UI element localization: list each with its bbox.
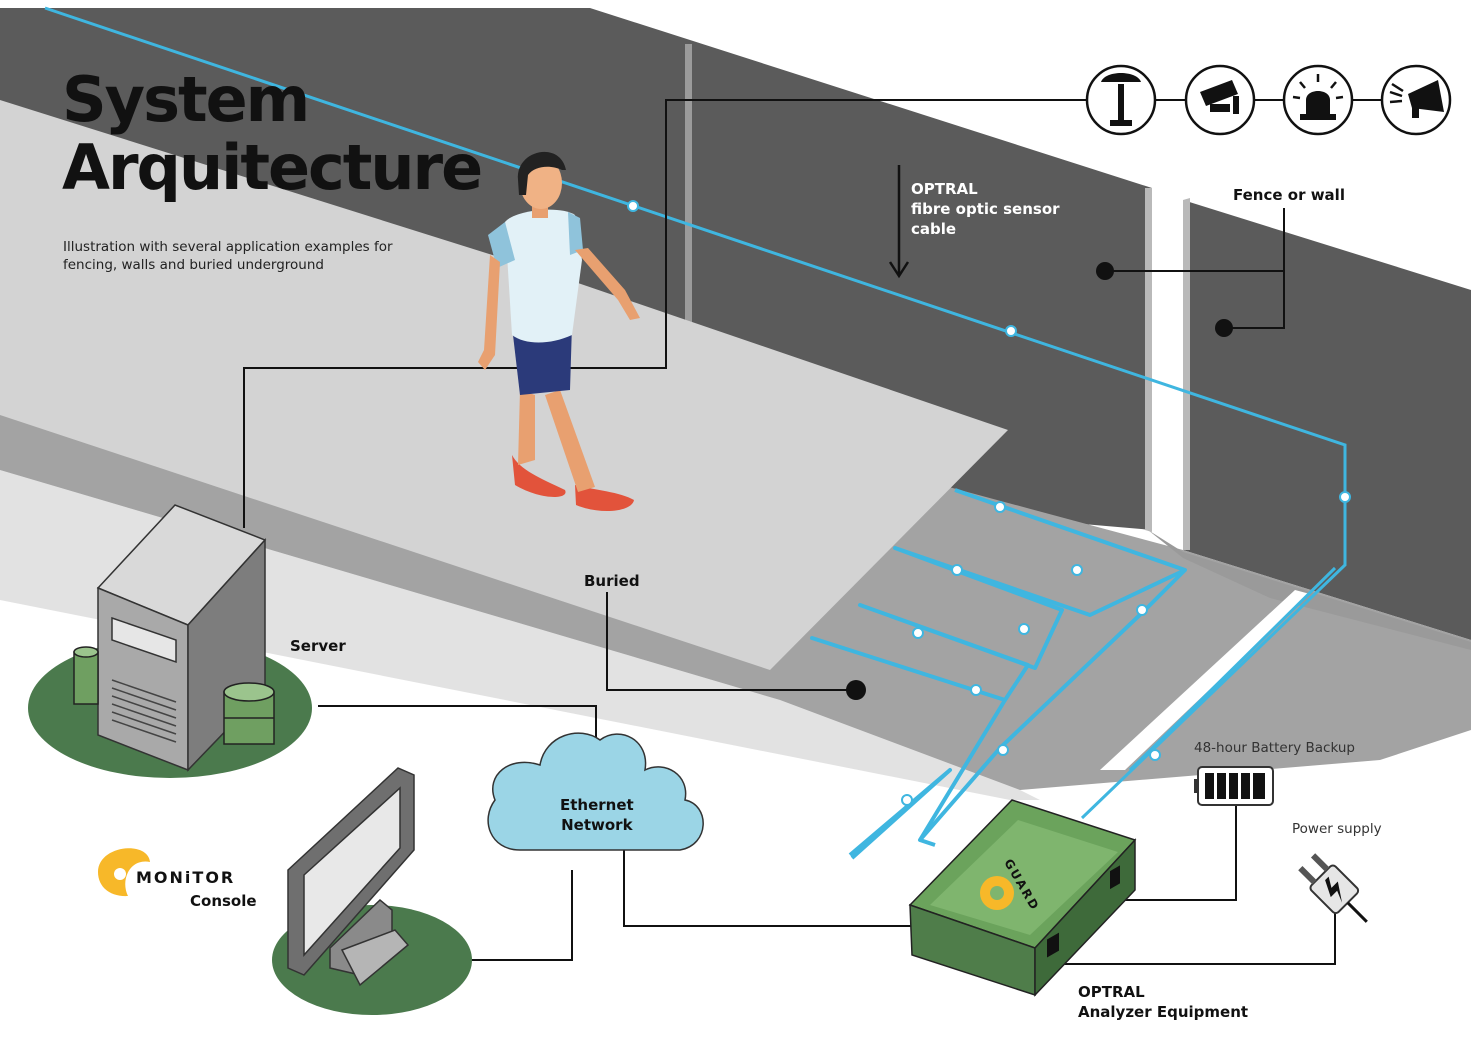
analyzer-label-line-2: Analyzer Equipment [1078, 1003, 1249, 1021]
connector-dots [846, 262, 1233, 700]
monitor-brand: MONiTOR [136, 868, 236, 887]
analyzer-device [908, 799, 1137, 997]
megaphone-icon [1380, 64, 1452, 136]
console-label: Console [190, 892, 257, 910]
security-camera-icon [1184, 64, 1256, 136]
cable-pointer-arrow [888, 165, 910, 279]
buried-label: Buried [584, 572, 640, 590]
database-cylinder [73, 646, 275, 745]
page-subtitle: Illustration with several application ex… [63, 239, 393, 273]
server-label: Server [290, 637, 346, 655]
walking-person [478, 151, 640, 512]
fiber-return [1128, 566, 1337, 772]
optral-cable-label-line-2: fibre optic sensor [911, 200, 1060, 218]
optral-cable-label-line-1: OPTRAL [911, 180, 978, 198]
network-label-line-1: Ethernet [560, 796, 634, 814]
monitor-console [272, 767, 472, 1015]
ethernet-cloud [487, 732, 704, 851]
battery-backup-icon [1194, 766, 1274, 806]
page-title: System Arquitecture [62, 63, 483, 204]
power-plug-icon [1298, 853, 1368, 923]
optral-cable-label-line-3: cable [911, 220, 957, 238]
walkway [0, 100, 1008, 670]
connection-lines [243, 99, 1384, 965]
battery-label: 48-hour Battery Backup [1194, 740, 1356, 756]
analyzer-label-line-1: OPTRAL [1078, 983, 1145, 1001]
network-label: Ethernet Network [560, 795, 634, 835]
lamp-post-icon [1085, 64, 1157, 136]
title-line-2: Arquitecture [62, 131, 483, 204]
alarm-beacon-icon [1282, 64, 1354, 136]
title-line-1: System [62, 63, 310, 136]
fence-fiber-cable [44, 6, 1347, 820]
network-label-line-2: Network [561, 816, 633, 834]
fiber-sensor-points [627, 200, 1351, 806]
monitor-logo-icon [98, 848, 150, 897]
optral-cable-label: OPTRAL fibre optic sensor cable [911, 179, 1060, 239]
server [28, 504, 312, 778]
buried-fiber-cable [810, 488, 1187, 860]
fence-label: Fence or wall [1233, 186, 1345, 204]
analyzer-label: OPTRAL Analyzer Equipment [1078, 982, 1248, 1022]
power-label: Power supply [1292, 821, 1382, 837]
